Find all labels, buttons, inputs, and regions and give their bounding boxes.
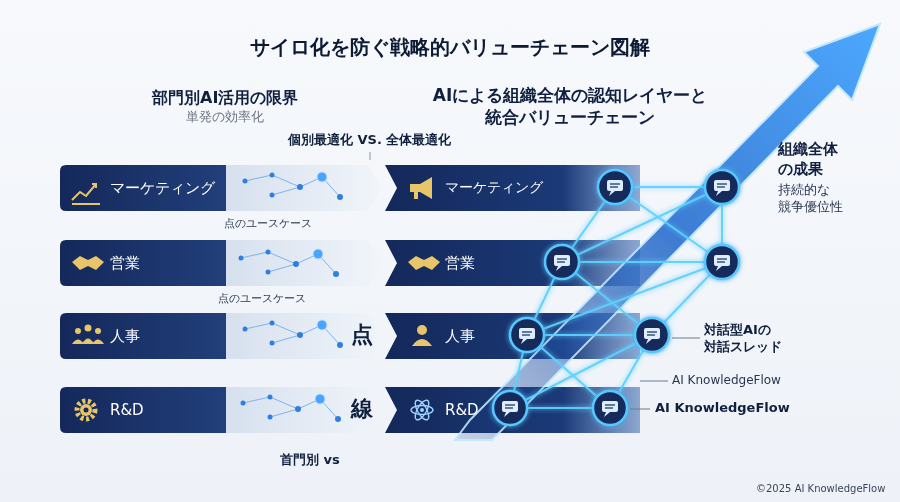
department-band: 営業: [60, 240, 230, 286]
line-glyph: 線: [351, 395, 373, 424]
department-band: R&D: [385, 387, 495, 433]
copyright-note: ©2025 AI KnowledgeFlow: [756, 482, 885, 495]
department-name: 営業: [445, 254, 475, 273]
outcome-note: 持続的な 競争優位性: [778, 182, 878, 216]
department-name: マーケティング: [445, 179, 543, 197]
department-name: マーケティング: [110, 179, 215, 198]
product-label: AI KnowledgeFlow: [672, 373, 781, 389]
department-name: R&D: [445, 401, 479, 419]
comparison-label: 首門別 vs: [280, 452, 340, 469]
thread-label: 対話型AIの 対話スレッド: [704, 322, 814, 356]
outcome-heading: 組織全体 の成果: [778, 140, 878, 179]
department-name: 営業: [110, 254, 140, 273]
use-case-note: 点のユースケース: [218, 292, 306, 306]
department-band: マーケティング: [385, 165, 525, 211]
department-band: 人事: [60, 313, 230, 359]
department-band: マーケティング: [60, 165, 230, 211]
department-name: 人事: [110, 327, 140, 346]
department-name: R&D: [110, 401, 144, 419]
product-label: AI KnowledgeFlow: [655, 400, 790, 417]
department-band: R&D: [60, 387, 230, 433]
use-case-note: 点のユースケース: [224, 217, 312, 231]
department-band: 人事: [385, 313, 525, 359]
point-glyph: 点: [351, 321, 373, 350]
department-name: 人事: [445, 327, 475, 346]
section-subheading: 単発の効率化: [186, 109, 264, 126]
section-heading: 部門別AI活用の限界: [152, 88, 298, 109]
department-band: 営業: [385, 240, 525, 286]
comparison-label: 個別最適化 VS. 全体最適化: [288, 132, 451, 149]
section-heading: AIによる組織全体の認知レイヤーと 統合バリューチェーン: [405, 84, 735, 128]
diagram-title: サイロ化を防ぐ戦略的バリューチェーン図解: [0, 34, 900, 60]
